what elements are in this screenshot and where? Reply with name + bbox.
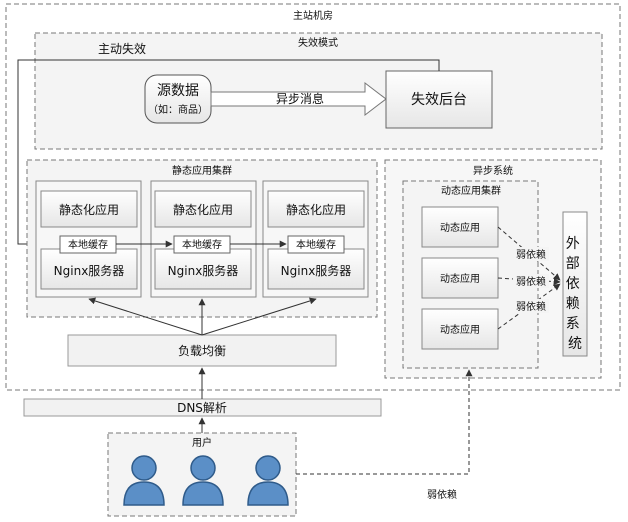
users-label: 用户 bbox=[192, 436, 212, 449]
load-balancer-label: 负载均衡 bbox=[178, 344, 226, 358]
external-char: 依 bbox=[566, 276, 580, 292]
static-app-label: 静态化应用 bbox=[173, 202, 233, 217]
bottom-dependency-label: 弱依赖 bbox=[427, 488, 457, 501]
static-app-label: 静态化应用 bbox=[59, 202, 119, 217]
weak-dep-label-bg bbox=[513, 247, 549, 261]
main-site-label: 主站机房 bbox=[293, 9, 333, 22]
local-cache-box bbox=[287, 235, 345, 254]
nginx-server-label: Nginx服务器 bbox=[168, 263, 239, 278]
source-data-title: 源数据 bbox=[157, 83, 199, 99]
async-message-label: 异步消息 bbox=[276, 91, 324, 106]
nginx-server-label: Nginx服务器 bbox=[54, 263, 125, 278]
external-system-box bbox=[562, 211, 588, 357]
external-system-label: 外 部 依 赖 系 统 bbox=[566, 236, 584, 352]
dynamic-app-box-1 bbox=[421, 206, 499, 248]
local-cache-label: 本地缓存 bbox=[68, 238, 108, 251]
static-app-box bbox=[40, 190, 138, 228]
static-app-label: 静态化应用 bbox=[286, 202, 346, 217]
external-char: 系 bbox=[566, 316, 580, 332]
nginx-server-label: Nginx服务器 bbox=[281, 263, 352, 278]
user-icon bbox=[182, 455, 224, 506]
local-cache-label: 本地缓存 bbox=[182, 238, 222, 251]
invalidation-mode-label: 失效模式 bbox=[298, 36, 338, 49]
weak-dep-label-3: 弱依赖 bbox=[516, 300, 546, 313]
user-icon bbox=[247, 455, 289, 506]
weak-dep-label-1: 弱依赖 bbox=[516, 248, 546, 261]
nginx-server-box bbox=[154, 248, 252, 290]
lb-to-nginx-arrow-3 bbox=[201, 297, 317, 336]
async-system-label: 异步系统 bbox=[473, 164, 513, 177]
lb-to-nginx-arrow-1 bbox=[88, 297, 203, 336]
static-node-1: 静态化应用 Nginx服务器 本地缓存 bbox=[35, 180, 142, 298]
static-cluster-label: 静态应用集群 bbox=[172, 164, 232, 177]
dynamic-app-label: 动态应用 bbox=[440, 323, 480, 336]
external-char: 部 bbox=[566, 256, 580, 272]
source-data-subtitle: （如：商品） bbox=[148, 103, 208, 116]
weak-dep-label-2: 弱依赖 bbox=[516, 275, 546, 288]
external-char: 外 bbox=[566, 236, 580, 252]
invalidation-backend-label: 失效后台 bbox=[411, 92, 467, 108]
external-char: 赖 bbox=[566, 296, 580, 312]
dynamic-cluster-label: 动态应用集群 bbox=[441, 184, 501, 197]
dynamic-app-label: 动态应用 bbox=[440, 272, 480, 285]
active-invalidation-label: 主动失效 bbox=[98, 41, 146, 56]
nginx-server-box bbox=[267, 248, 365, 290]
local-cache-label: 本地缓存 bbox=[296, 238, 336, 251]
invalidation-mode-region bbox=[34, 32, 603, 150]
load-balancer-box bbox=[67, 334, 337, 367]
users-to-async-arrow bbox=[296, 369, 473, 475]
invalidation-backend-box bbox=[385, 70, 493, 129]
dns-label: DNS解析 bbox=[177, 401, 227, 415]
weak-dep-label-bg bbox=[513, 299, 549, 313]
dynamic-app-label: 动态应用 bbox=[440, 221, 480, 234]
external-char: 统 bbox=[568, 336, 582, 352]
dynamic-app-box-2 bbox=[421, 257, 499, 299]
static-app-box bbox=[267, 190, 365, 228]
static-app-box bbox=[154, 190, 252, 228]
main-site-region bbox=[5, 3, 621, 391]
user-icon bbox=[123, 455, 165, 506]
weak-dep-label-bg bbox=[513, 274, 549, 288]
static-node-3: 静态化应用 Nginx服务器 本地缓存 bbox=[262, 180, 369, 298]
static-node-2: 静态化应用 Nginx服务器 本地缓存 bbox=[150, 180, 257, 298]
async-message-arrow bbox=[210, 81, 387, 117]
